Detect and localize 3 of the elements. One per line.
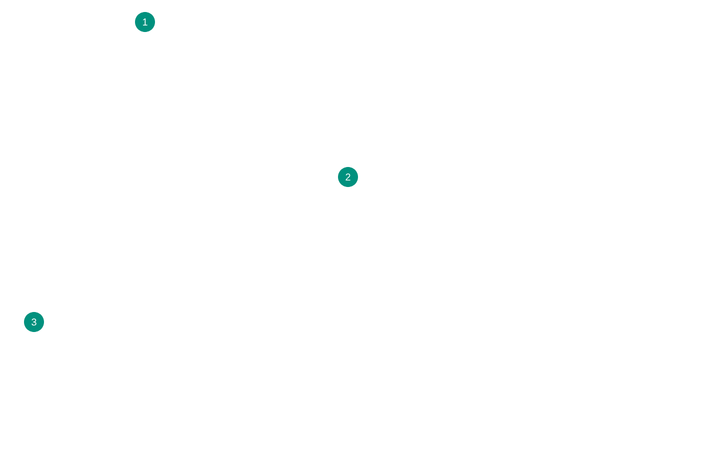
callout-number: 2 (338, 167, 358, 187)
callout-number: 3 (24, 312, 44, 332)
callout-number: 1 (135, 12, 155, 32)
